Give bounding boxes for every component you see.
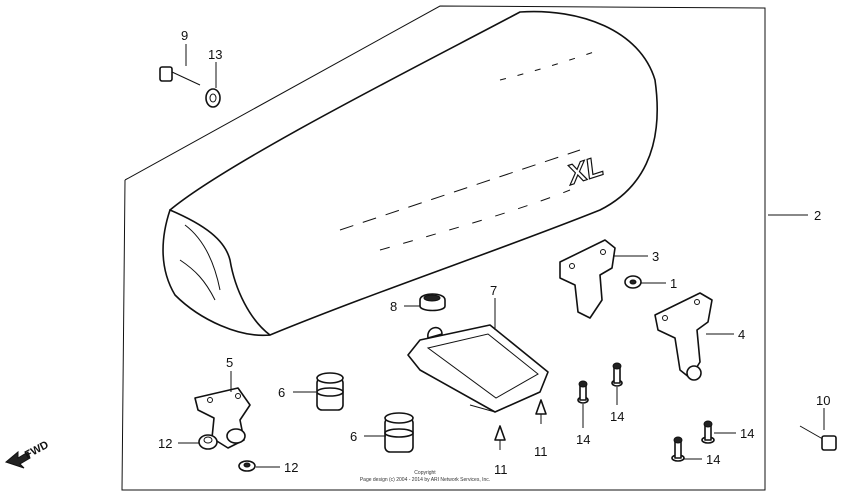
callout-1: 1 — [670, 276, 677, 291]
callout-2: 2 — [814, 208, 821, 223]
callout-5: 5 — [226, 355, 233, 370]
clip-11-left[interactable] — [494, 425, 506, 450]
nut-1[interactable] — [624, 275, 642, 289]
tray-7[interactable] — [407, 324, 549, 413]
callout-3: 3 — [652, 249, 659, 264]
callout-14-a: 14 — [576, 432, 590, 447]
callout-14-b: 14 — [610, 409, 624, 424]
callout-6-upper: 6 — [278, 385, 285, 400]
callout-11-right: 11 — [534, 444, 548, 459]
bolt-10[interactable] — [799, 425, 837, 451]
clip-11-right[interactable] — [535, 399, 547, 424]
screw-14-c[interactable] — [701, 420, 715, 444]
grommet-8[interactable] — [419, 293, 446, 312]
callout-10: 10 — [816, 393, 830, 408]
screw-14-b[interactable] — [611, 362, 623, 387]
screw-14-a[interactable] — [577, 380, 589, 404]
copyright-line-2: Page design (c) 2004 - 2014 by ARI Netwo… — [360, 477, 490, 483]
forward-arrow-icon — [4, 450, 31, 469]
washer-12-lower[interactable] — [238, 460, 256, 472]
bracket-3[interactable] — [559, 239, 616, 319]
bracket-5[interactable] — [194, 387, 251, 449]
washer-13[interactable] — [205, 88, 221, 108]
callout-6-lower: 6 — [350, 429, 357, 444]
callout-9: 9 — [181, 28, 188, 43]
leader-lines — [178, 44, 825, 468]
screw-14-d[interactable] — [671, 436, 685, 462]
callout-12-lower: 12 — [284, 460, 298, 475]
cushion-6-lower[interactable] — [384, 412, 414, 453]
callout-13: 13 — [208, 47, 222, 62]
callout-12-upper: 12 — [158, 436, 172, 451]
callout-8: 8 — [390, 299, 397, 314]
callout-4: 4 — [738, 327, 745, 342]
copyright-line-1: Copyright — [414, 470, 436, 476]
seat[interactable]: XL — [162, 10, 659, 337]
callout-labels: 9 13 2 3 1 4 5 6 6 7 8 10 11 11 12 12 14… — [158, 28, 830, 477]
forward-direction-label: FWD — [23, 439, 51, 461]
callout-11-left: 11 — [494, 462, 508, 477]
cushion-6-upper[interactable] — [316, 372, 344, 411]
callout-7: 7 — [490, 283, 497, 298]
bolt-9[interactable] — [159, 66, 201, 86]
washer-12-upper[interactable] — [198, 434, 218, 450]
assembly-boundary — [121, 5, 766, 491]
bracket-4[interactable] — [654, 292, 713, 381]
callout-14-d: 14 — [706, 452, 720, 467]
callout-14-c: 14 — [740, 426, 754, 441]
